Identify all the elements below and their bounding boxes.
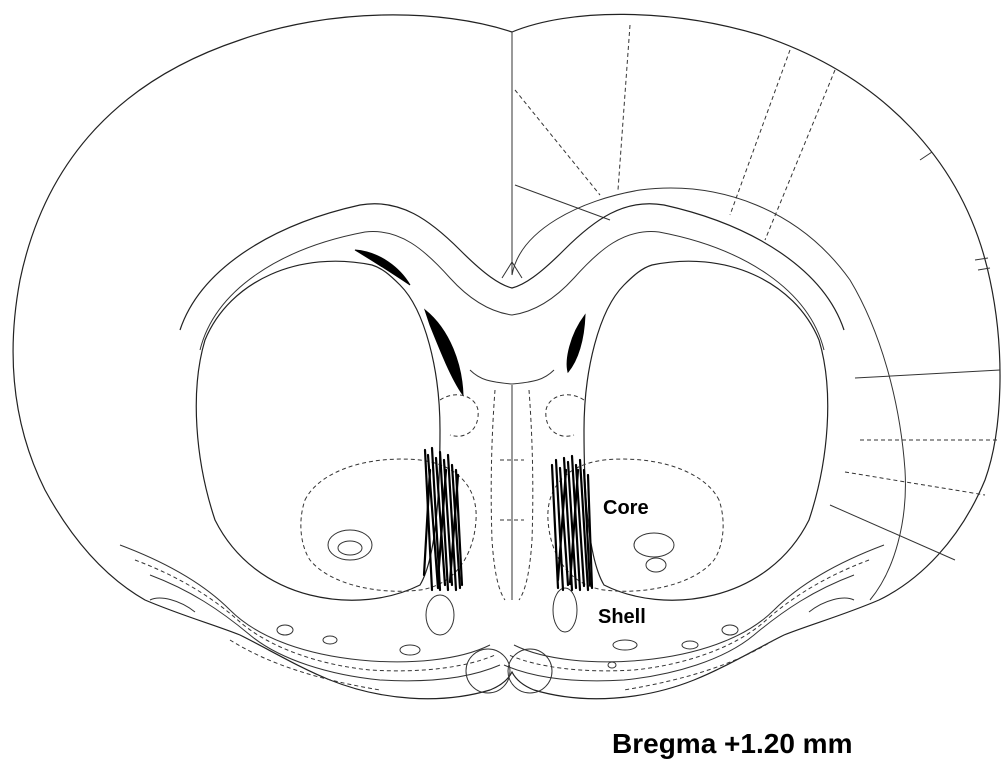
left-dorsal-region (440, 395, 478, 436)
cortex-boundary-1 (618, 25, 630, 190)
left-ventral-layer-2 (135, 560, 495, 671)
right-island-4 (682, 641, 698, 649)
bregma-label: Bregma +1.20 mm (612, 728, 852, 759)
right-dorsal-region (546, 395, 584, 436)
left-ventral-layer-4 (230, 640, 380, 690)
left-island-3 (426, 595, 454, 635)
left-olfactory-circle (466, 649, 510, 693)
cortex-boundary-4 (730, 50, 790, 215)
right-island-3 (553, 588, 577, 632)
right-ventral-layer-4 (624, 640, 774, 690)
cortex-boundary-2 (515, 90, 600, 195)
left-cannula-tracks (424, 448, 462, 590)
right-anterior-commissure-inner (646, 558, 666, 572)
right-striatum (584, 261, 828, 600)
shell-label: Shell (598, 606, 646, 628)
left-island-1 (277, 625, 293, 635)
left-anterior-commissure-inner (338, 541, 362, 555)
cortex-boundary-6 (855, 370, 1000, 378)
left-ventral-layer-1 (120, 545, 490, 662)
cortex-tick-1 (920, 152, 932, 160)
right-island-2 (613, 640, 637, 650)
left-island-2 (400, 645, 420, 655)
septum (470, 370, 554, 384)
septum-right (519, 390, 533, 600)
right-anterior-commissure (634, 533, 674, 557)
cortex-tick-2 (975, 258, 990, 270)
cortex-inner-boundary (512, 188, 905, 600)
left-island-4 (323, 636, 337, 644)
right-ventricle-lower (567, 315, 585, 372)
core-label: Core (603, 497, 649, 519)
cortex-boundary-5 (765, 70, 835, 240)
left-striatum (196, 261, 440, 600)
right-island-5 (608, 662, 616, 668)
right-cannula-tracks (552, 456, 592, 590)
cortex-boundary-8 (845, 472, 985, 495)
septum-left (491, 390, 505, 600)
brain-outline (13, 14, 1000, 698)
right-olfactory-circle (508, 649, 552, 693)
right-edge-wedge (809, 598, 854, 612)
left-lateral-ventricle (355, 250, 410, 285)
cortex-boundary-9 (830, 505, 955, 560)
right-island-1 (722, 625, 738, 635)
left-ventricle-lower (425, 310, 463, 395)
